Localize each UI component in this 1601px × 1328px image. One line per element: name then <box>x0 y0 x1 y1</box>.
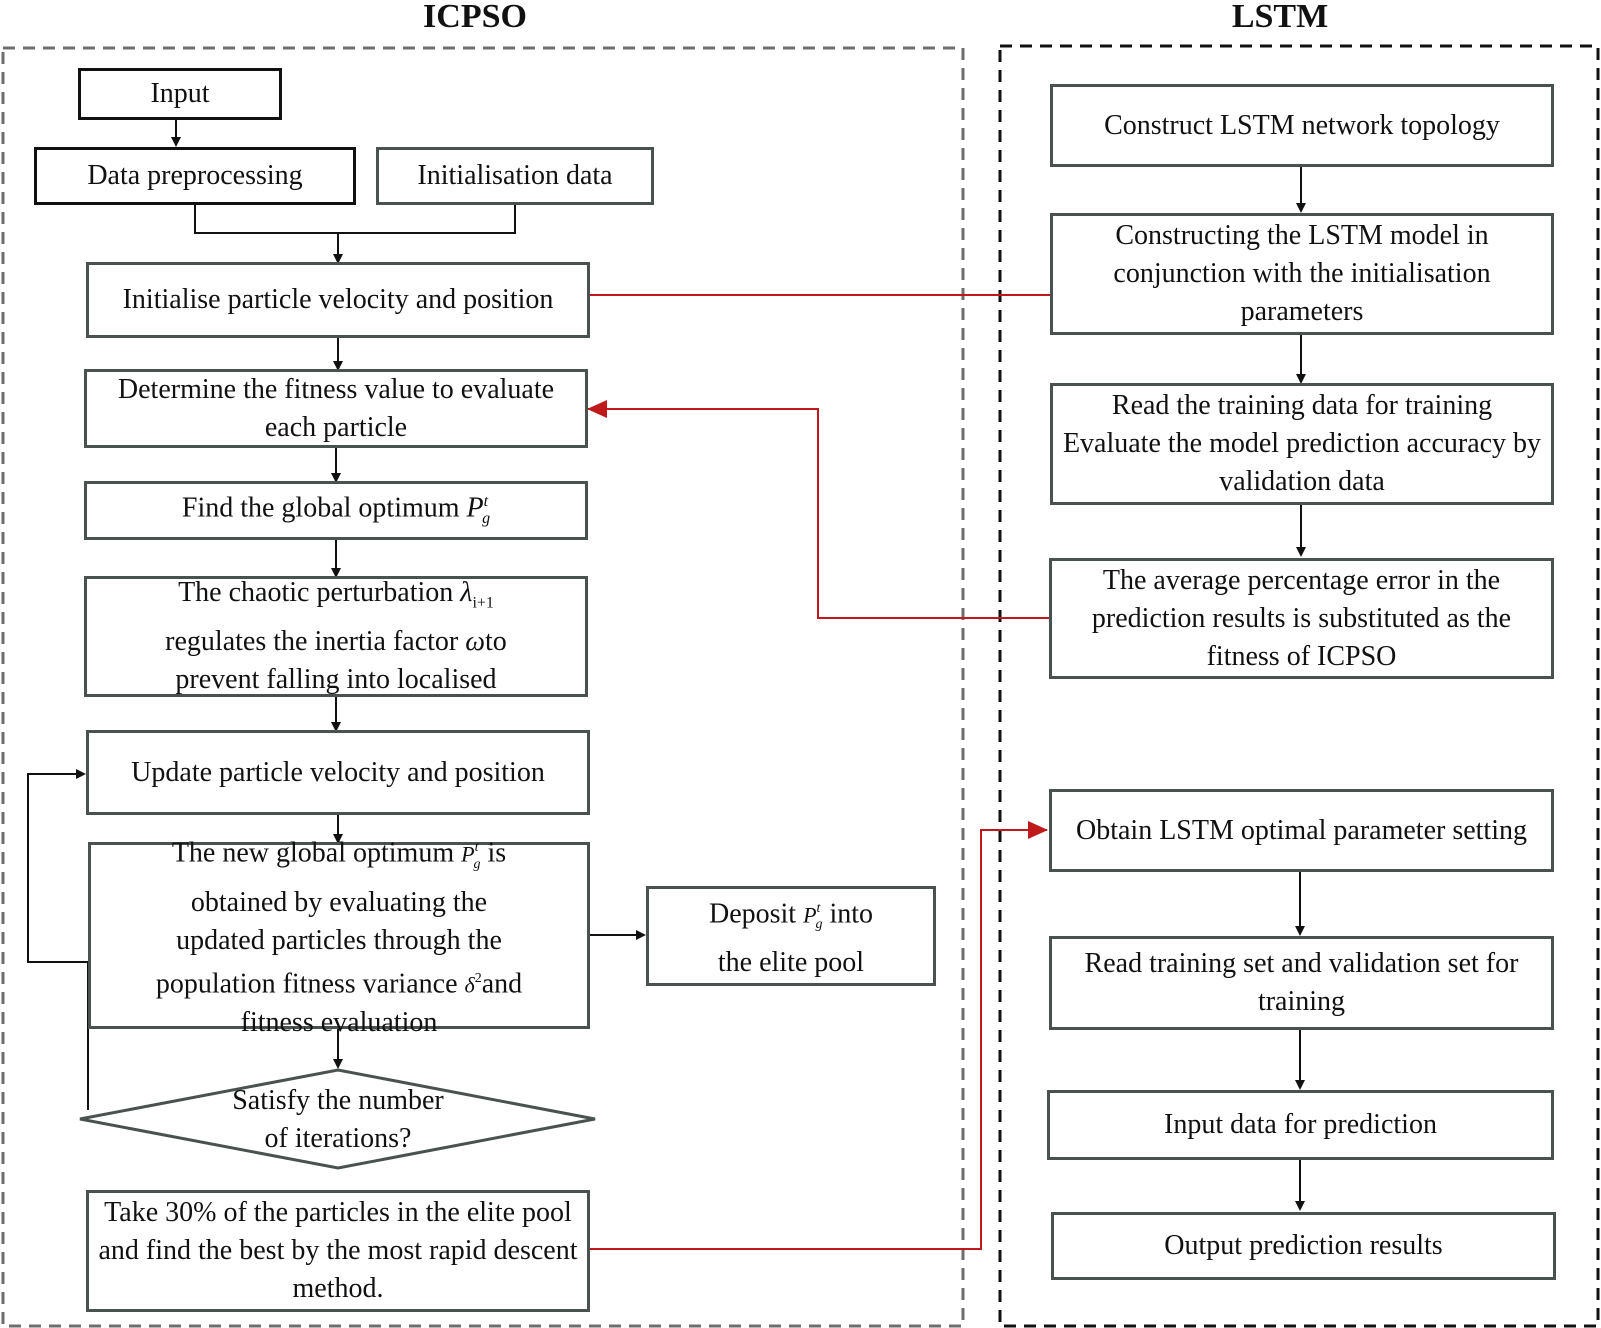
initialisation-data-box: Initialisation data <box>376 147 654 205</box>
global-optimum-box: Find the global optimum Ptg <box>84 481 588 540</box>
chaotic-perturbation-box: The chaotic perturbation λi+1 regulates … <box>84 576 588 697</box>
iterations-decision-shape <box>79 1068 596 1170</box>
output-results-box: Output prediction results <box>1051 1212 1556 1280</box>
read-sets-box: Read training set and validation set for… <box>1049 936 1554 1030</box>
elite-pool-descent-box: Take 30% of the particles in the elite p… <box>86 1190 590 1312</box>
average-error-box: The average percentage error in the pred… <box>1049 558 1554 679</box>
icpso-frame <box>1 46 965 1328</box>
construct-model-box: Constructing the LSTM model in conjuncti… <box>1050 213 1554 335</box>
read-training-data-label: Read the training data for training Eval… <box>1062 390 1542 497</box>
global-optimum-label: Find the global optimum Ptg <box>181 492 491 527</box>
construct-topology-box: Construct LSTM network topology <box>1050 84 1554 167</box>
data-preprocessing-box: Data preprocessing <box>34 147 356 205</box>
optimal-parameters-box: Obtain LSTM optimal parameter setting <box>1049 789 1554 872</box>
read-training-data-box: Read the training data for training Eval… <box>1050 383 1554 505</box>
new-global-optimum-label: The new global optimum Ptg is obtained b… <box>155 837 523 1039</box>
elite-pool-deposit-box: Deposit Ptg into the elite pool <box>646 886 936 986</box>
input-box: Input <box>78 68 282 120</box>
fitness-value-box: Determine the fitness value to evaluate … <box>84 369 588 448</box>
new-global-optimum-box: The new global optimum Ptg is obtained b… <box>88 837 590 1038</box>
icpso-title: ICPSO <box>423 0 527 35</box>
lstm-title: LSTM <box>1231 0 1329 35</box>
chaotic-perturbation-label: The chaotic perturbation λi+1 regulates … <box>165 577 507 695</box>
initialise-particles-box: Initialise particle velocity and positio… <box>86 262 590 338</box>
iterations-decision: Satisfy the number of iterations? <box>232 1085 444 1154</box>
input-prediction-box: Input data for prediction <box>1047 1090 1554 1160</box>
update-particles-box: Update particle velocity and position <box>86 730 590 815</box>
elite-pool-deposit-label: Deposit Ptg into the elite pool <box>708 897 873 979</box>
